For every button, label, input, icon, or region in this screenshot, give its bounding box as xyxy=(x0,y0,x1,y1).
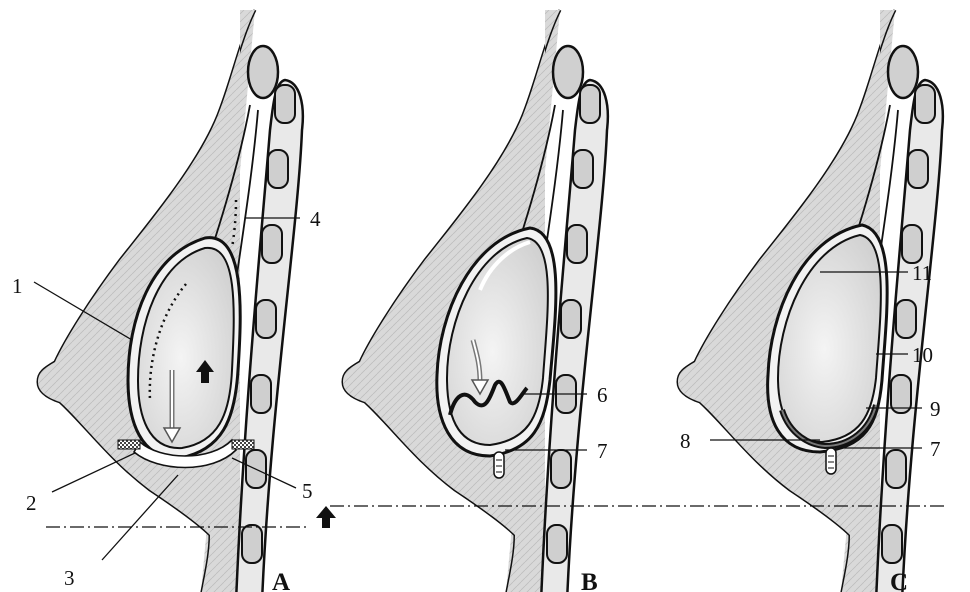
callout-10: 10 xyxy=(912,343,933,367)
callout-7c: 7 xyxy=(930,437,941,461)
panel-b: 6 7 B xyxy=(343,10,608,592)
callout-11: 11 xyxy=(912,261,932,285)
drain-icon xyxy=(494,452,504,478)
callout-6: 6 xyxy=(597,383,608,407)
drain-icon xyxy=(826,448,836,474)
callout-5: 5 xyxy=(302,479,313,503)
panel-label-a: A xyxy=(272,569,290,592)
panel-label-c: C xyxy=(890,569,908,592)
callout-2: 2 xyxy=(26,491,37,515)
panel-c: 11 10 9 8 7 C xyxy=(678,10,943,592)
callout-9: 9 xyxy=(930,397,941,421)
panel-a: 1 2 3 4 5 A xyxy=(12,10,321,592)
callout-8: 8 xyxy=(680,429,691,453)
callout-7: 7 xyxy=(597,439,608,463)
callout-3: 3 xyxy=(64,566,75,590)
panel-label-b: B xyxy=(581,569,598,592)
callout-1: 1 xyxy=(12,274,23,298)
mesh-patch-icon xyxy=(118,440,140,449)
mesh-patch-icon xyxy=(232,440,254,449)
up-arrow-icon xyxy=(316,506,336,528)
callout-4: 4 xyxy=(310,207,321,231)
